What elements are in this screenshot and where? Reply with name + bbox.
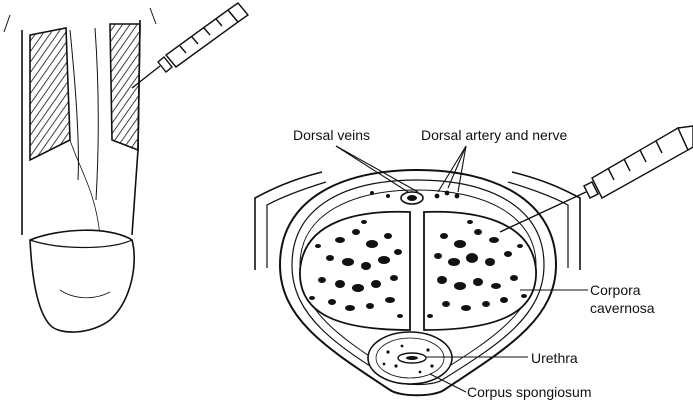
label-dorsal-artery-nerve: Dorsal artery and nerve	[421, 127, 567, 143]
syringe-left	[132, 3, 248, 88]
leader-artery-2	[448, 146, 466, 188]
label-urethra: Urethra	[531, 350, 578, 366]
label-corpora-cavernosa-2: cavernosa	[590, 300, 655, 316]
label-dorsal-veins: Dorsal veins	[293, 127, 370, 143]
label-corpus-spongiosum: Corpus spongiosum	[467, 384, 592, 400]
shaft-side-view	[4, 8, 156, 332]
leader-dorsal-veins-1	[336, 146, 408, 192]
label-corpora-cavernosa-1: Corpora	[590, 282, 641, 298]
leader-dorsal-veins-2	[336, 146, 418, 192]
